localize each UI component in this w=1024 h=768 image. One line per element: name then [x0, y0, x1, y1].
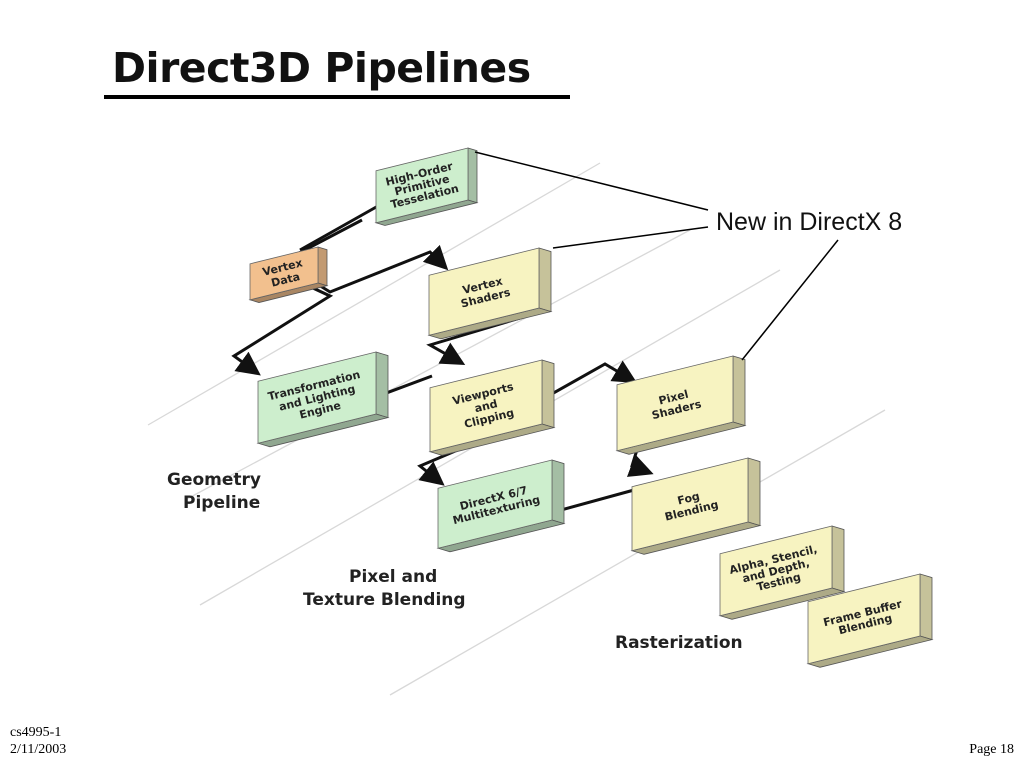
slide-title: Direct3D Pipelines	[112, 44, 531, 92]
box-side-face	[538, 247, 552, 313]
box-frame-buffer-blending: Frame BufferBlending	[806, 573, 934, 668]
box-pixel-shaders: PixelShaders	[615, 355, 747, 455]
box-front-face	[249, 246, 319, 301]
box-front-face	[807, 573, 921, 665]
box-side-face	[317, 246, 328, 287]
box-front-face	[428, 247, 540, 336]
box-front-face	[437, 459, 553, 549]
box-side-face	[467, 147, 478, 204]
section-label-rasterization: Rasterization	[615, 633, 743, 653]
box-front-face	[631, 457, 749, 552]
section-label-geometry: Geometry Pipeline	[167, 470, 267, 513]
box-viewports-clipping: ViewportsandClipping	[428, 359, 556, 456]
footer-page: Page 18	[969, 742, 1014, 757]
box-side-face	[375, 351, 389, 419]
box-alpha-stencil-depth: Alpha, Stencil,and Depth,Testing	[718, 525, 846, 620]
box-side-face	[747, 457, 761, 527]
box-front-face	[719, 525, 833, 617]
box-fog-blending: FogBlending	[630, 457, 762, 555]
title-underline	[104, 95, 570, 99]
footer-date: 2/11/2003	[10, 742, 67, 757]
box-front-face	[257, 351, 377, 444]
box-front-face	[375, 147, 469, 224]
section-label-pixel-texture: Pixel and Texture Blending	[303, 567, 466, 610]
callout-new-in-directx8: New in DirectX 8	[716, 208, 902, 236]
footer-course: cs4995-1	[10, 725, 62, 740]
box-side-face	[919, 573, 933, 641]
connector-tesselation-to-vertex-shaders	[278, 218, 449, 294]
pipeline-boxes: VertexData High-OrderPrimitiveTesselation…	[248, 147, 934, 668]
box-side-face	[732, 355, 746, 427]
connector-vertex-data-to-tesselation	[299, 204, 379, 252]
box-front-face	[429, 359, 543, 453]
box-side-face	[541, 359, 555, 429]
box-transformation-lighting: Transformationand LightingEngine	[256, 351, 390, 448]
box-side-face	[831, 525, 845, 593]
box-vertex-shaders: VertexShaders	[427, 247, 553, 340]
box-vertex-data: VertexData	[248, 246, 329, 303]
box-front-face	[616, 355, 734, 452]
box-directx67-multitexturing: DirectX 6/7Multitexturing	[436, 459, 566, 553]
callout-lines	[474, 151, 839, 361]
box-side-face	[551, 459, 565, 525]
box-high-order-tesselation: High-OrderPrimitiveTesselation	[374, 147, 479, 226]
